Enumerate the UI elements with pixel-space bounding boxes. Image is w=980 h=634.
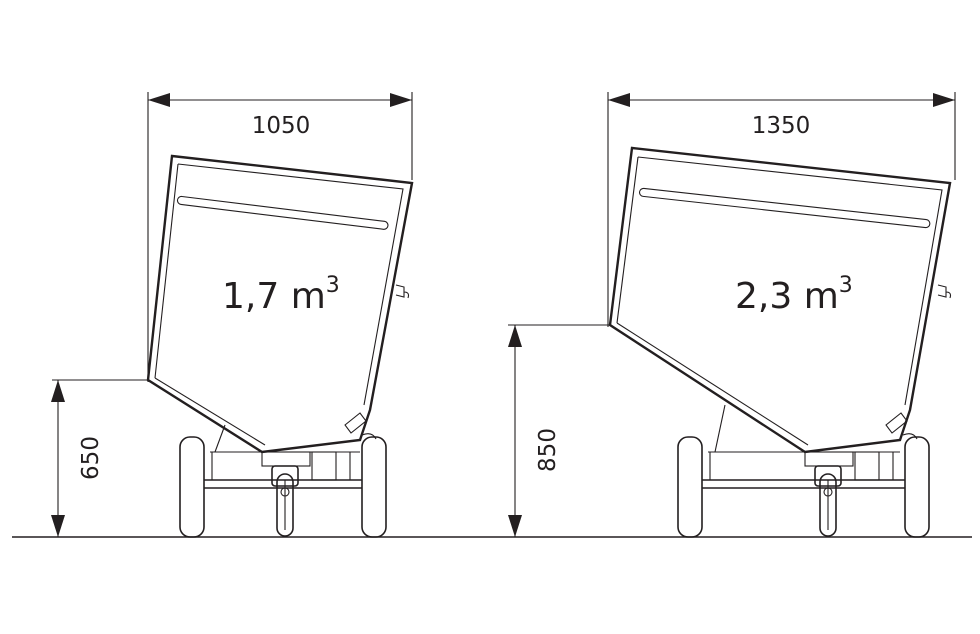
left-width-label: 1050 <box>252 113 311 139</box>
right-width-label: 1350 <box>752 113 811 139</box>
right-castor-wheel <box>814 465 842 537</box>
right-front-wheel <box>904 436 930 538</box>
right-height-label: 850 <box>535 428 561 472</box>
left-dumpster: 1050 650 1,7 m3 <box>51 92 414 538</box>
right-hook-icon <box>937 284 952 299</box>
left-castor-wheel <box>271 465 299 537</box>
left-height-label: 650 <box>78 436 104 480</box>
left-rear-wheel <box>179 436 205 538</box>
left-handle-bar <box>176 195 389 230</box>
left-front-wheel <box>361 436 387 538</box>
left-hook-icon <box>395 284 410 299</box>
left-volume-label: 1,7 m3 <box>222 273 340 317</box>
right-handle-bar <box>638 187 931 229</box>
right-dumpster: 1350 850 2,3 m3 <box>508 92 956 538</box>
right-rear-wheel <box>677 436 703 538</box>
right-volume-label: 2,3 m3 <box>735 273 853 317</box>
